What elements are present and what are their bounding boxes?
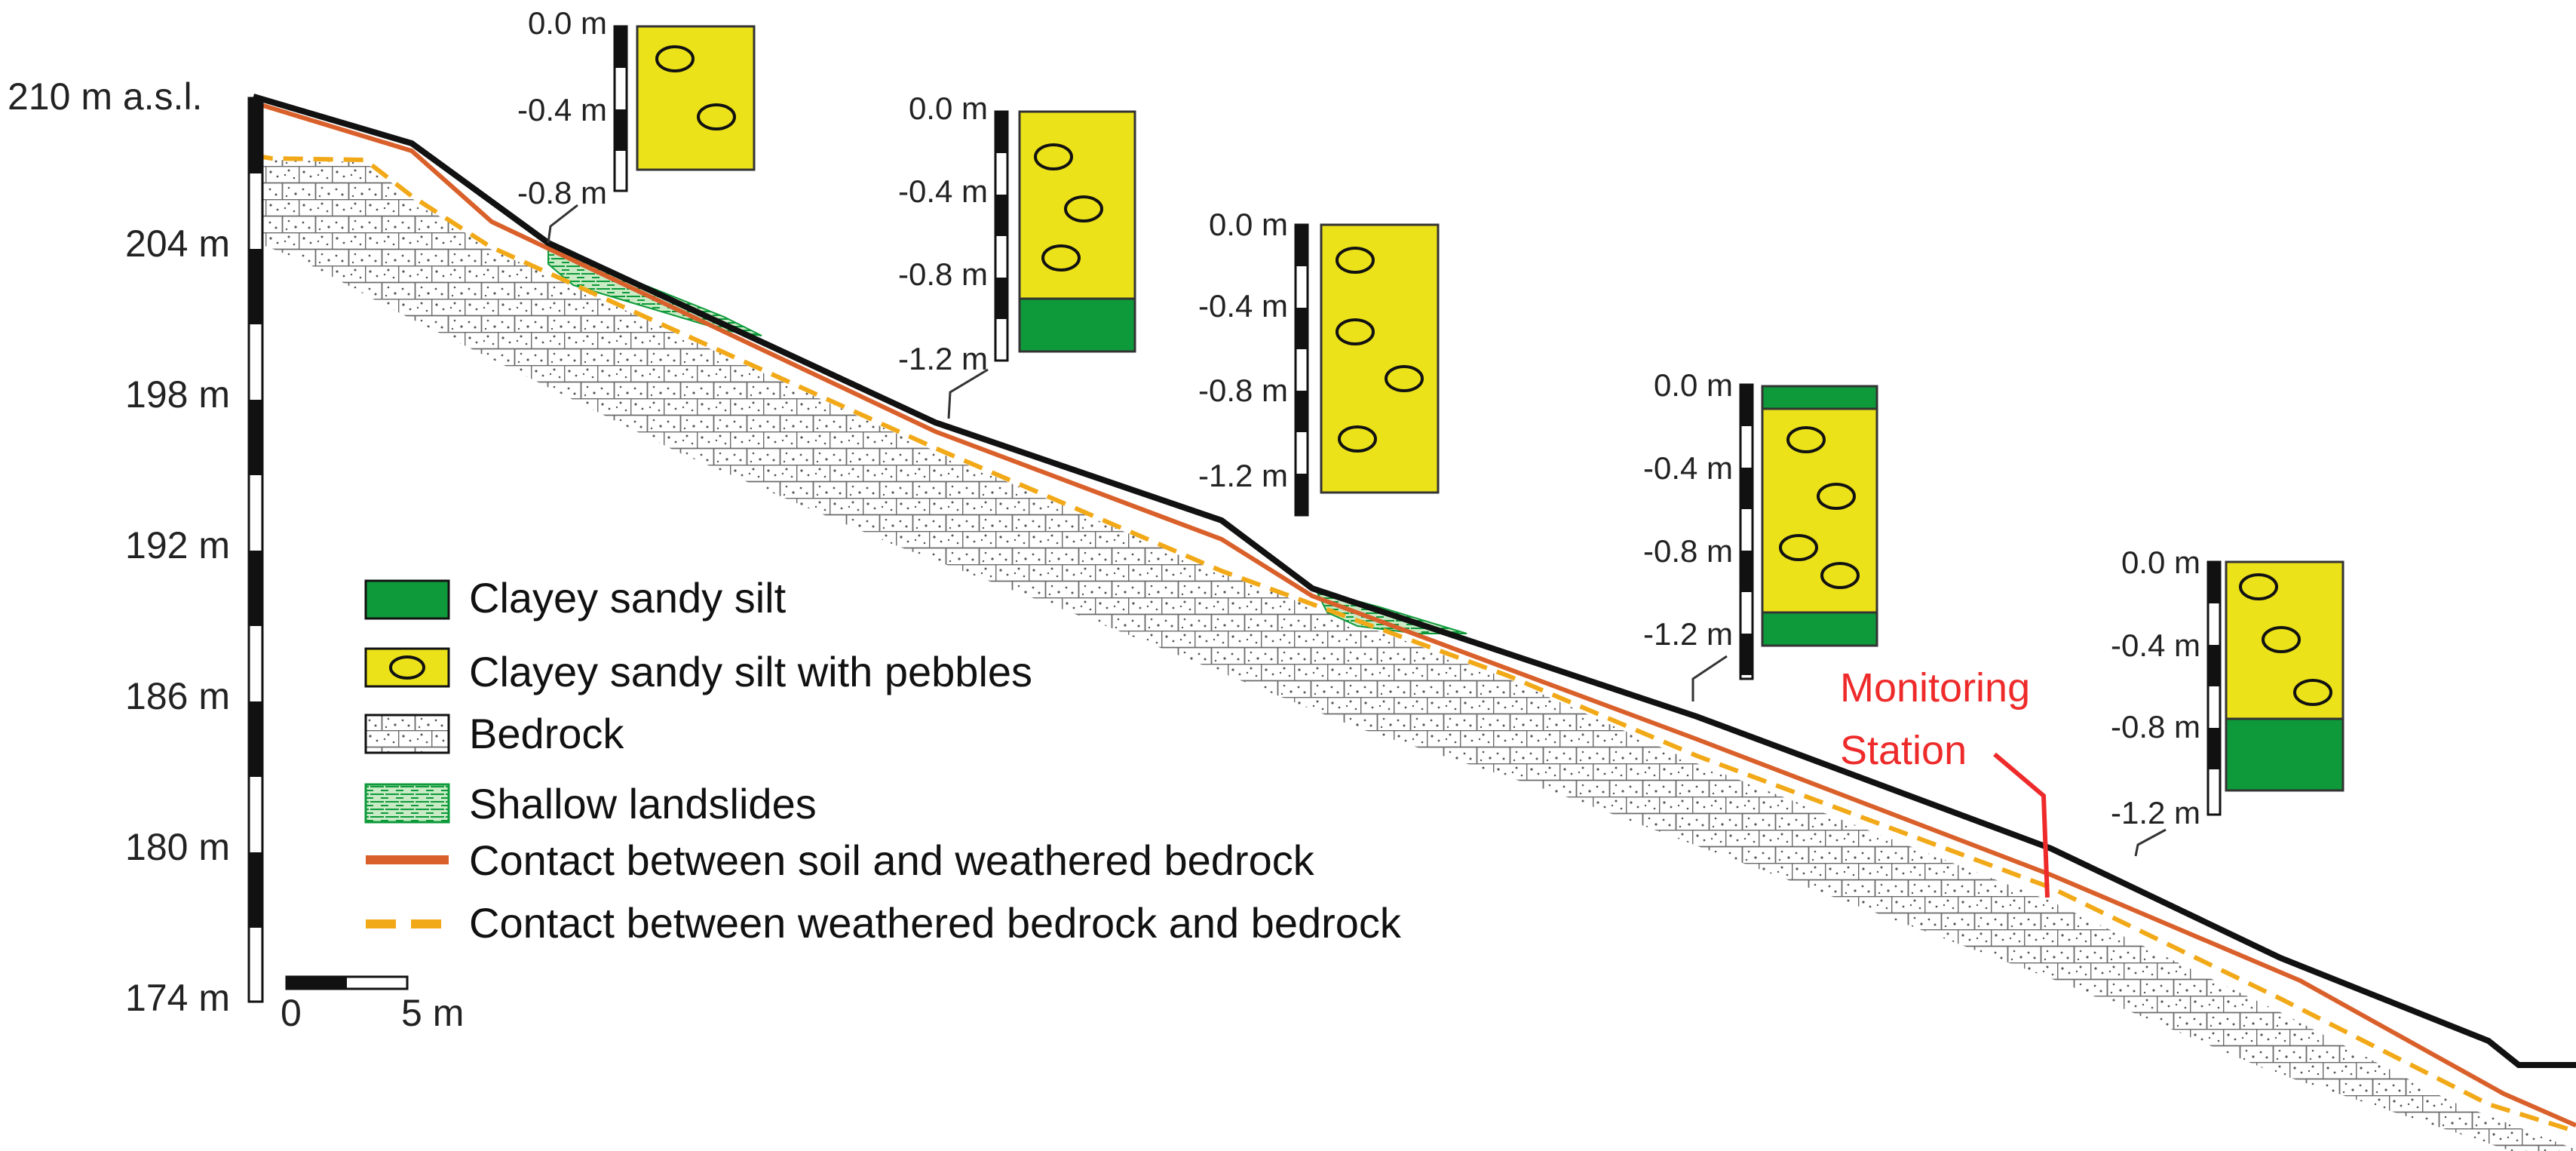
elevation-label-174: 174 m <box>125 977 230 1019</box>
elevation-label-204: 204 m <box>125 223 230 265</box>
legend-label: Clayey sandy silt with pebbles <box>469 648 1032 695</box>
monitoring-station-label-line1: Monitoring <box>1840 665 2030 711</box>
soil-profile-3: 0.0 m -0.4 m -0.8 m -1.2 m <box>1198 207 1440 517</box>
depth-label: -0.8 m <box>1643 533 1733 569</box>
pebble-icon <box>1041 244 1081 272</box>
pebble-icon <box>1034 143 1073 170</box>
elevation-label-198: 198 m <box>125 373 230 416</box>
depth-label: -1.2 m <box>1198 458 1288 493</box>
profile-layer-pebbles <box>636 25 756 171</box>
soil-profile-2: 0.0 m -0.4 m -0.8 m -1.2 m <box>898 91 1136 419</box>
scale-bar-start: 0 <box>281 992 302 1034</box>
contact-weathered-bedrock-line <box>253 153 2576 1134</box>
elevation-label-186: 186 m <box>125 675 230 717</box>
monitoring-station-marker <box>1993 752 2050 898</box>
scale-bar-end: 5 m <box>401 992 464 1034</box>
legend-swatch-landslide <box>364 783 450 824</box>
depth-scale-bar <box>1294 223 1309 517</box>
pebble-icon <box>655 45 695 72</box>
elevation-label-210: 210 m a.s.l. <box>8 75 202 118</box>
depth-label: 0.0 m <box>1209 207 1288 242</box>
depth-label: -1.2 m <box>898 341 988 376</box>
profile-layer-silt <box>2225 717 2344 792</box>
legend-item-clayey-sandy-silt-pebbles: Clayey sandy silt with pebbles <box>364 647 1032 695</box>
weathered-bedrock-zone <box>253 98 2576 1149</box>
profile-layer-pebbles <box>1018 110 1136 300</box>
pebble-icon <box>1779 534 1818 561</box>
soil-profile-4: 0.0 m -0.4 m -0.8 m -1.2 m <box>1643 367 1878 701</box>
legend-label: Contact between soil and weathered bedro… <box>469 836 1315 884</box>
legend-label: Clayey sandy silt <box>469 574 787 622</box>
depth-label: -0.4 m <box>2111 628 2200 663</box>
pebble-icon <box>1786 426 1826 453</box>
soil-zone <box>253 98 2576 1131</box>
scale-bar: 0 5 m <box>281 975 464 1034</box>
elevation-label-192: 192 m <box>125 524 230 566</box>
pebble-icon <box>1336 318 1375 345</box>
legend: Clayey sandy silt Clayey sandy silt with… <box>364 574 1402 947</box>
depth-label: -0.4 m <box>898 173 988 209</box>
legend-swatch-bedrock <box>364 714 450 754</box>
pebble-icon <box>1338 425 1377 453</box>
legend-label: Contact between weathered bedrock and be… <box>469 899 1402 947</box>
bedrock-body <box>253 98 2576 1151</box>
pebble-icon <box>2262 626 2301 653</box>
profile-leader-line <box>1691 655 1728 701</box>
legend-label: Shallow landslides <box>469 780 817 827</box>
legend-swatch-green <box>364 579 450 620</box>
depth-label: 0.0 m <box>909 91 988 126</box>
legend-item-contact-soil-weathered: Contact between soil and weathered bedro… <box>366 836 1315 884</box>
depth-label: -0.4 m <box>517 92 607 127</box>
pebble-icon <box>1385 365 1424 392</box>
profile-layer-silt <box>1018 297 1136 353</box>
soil-profile-1: 0.0 m -0.4 m -0.8 m <box>517 5 756 244</box>
profile-layer-silt <box>1761 611 1878 647</box>
monitoring-station-label-line2: Station <box>1840 728 1967 773</box>
profile-leader-line <box>547 204 578 244</box>
depth-label: -0.4 m <box>1643 450 1733 486</box>
depth-label: -0.8 m <box>2111 709 2200 744</box>
pebble-icon <box>1817 483 1856 510</box>
pebble-icon <box>389 655 425 680</box>
pebble-icon <box>1336 247 1375 274</box>
legend-item-clayey-sandy-silt: Clayey sandy silt <box>364 574 787 622</box>
pebble-icon <box>2293 679 2332 706</box>
legend-swatch-yellow <box>364 647 450 688</box>
legend-item-bedrock: Bedrock <box>364 710 624 757</box>
soil-profile-5: 0.0 m -0.4 m -0.8 m -1.2 m <box>2111 545 2344 857</box>
legend-item-contact-weathered-bedrock: Contact between weathered bedrock and be… <box>366 899 1402 947</box>
elevation-axis: 210 m a.s.l. 204 m 198 m 192 m 186 m 180… <box>8 75 264 1019</box>
pebble-icon <box>697 103 736 130</box>
legend-label: Bedrock <box>469 710 624 757</box>
elevation-label-180: 180 m <box>125 826 230 868</box>
profile-layer-pebbles <box>2225 560 2344 720</box>
cross-section <box>252 94 2576 1151</box>
depth-label: 0.0 m <box>1654 367 1733 403</box>
ground-surface-line <box>252 94 2576 1068</box>
depth-label: -0.8 m <box>898 256 988 292</box>
profile-layer-silt <box>1761 385 1878 410</box>
depth-label: -0.8 m <box>1198 373 1288 408</box>
contact-soil-weathered-line <box>253 100 2576 1128</box>
profile-layer-pebbles <box>1761 407 1878 614</box>
depth-label: 0.0 m <box>2121 545 2200 580</box>
legend-item-shallow-landslides: Shallow landslides <box>364 780 817 827</box>
depth-label: -0.8 m <box>517 175 607 210</box>
pebble-icon <box>1064 195 1103 223</box>
profile-leader-line <box>947 368 989 419</box>
profile-leader-line <box>2134 828 2167 857</box>
depth-label: -1.2 m <box>1643 616 1733 652</box>
depth-label: -0.4 m <box>1198 288 1288 324</box>
depth-label: 0.0 m <box>528 5 607 41</box>
pebble-icon <box>2239 573 2278 600</box>
depth-label: -1.2 m <box>2111 795 2200 830</box>
pebble-icon <box>1820 562 1860 589</box>
monitoring-station: Monitoring Station <box>1840 665 2050 898</box>
